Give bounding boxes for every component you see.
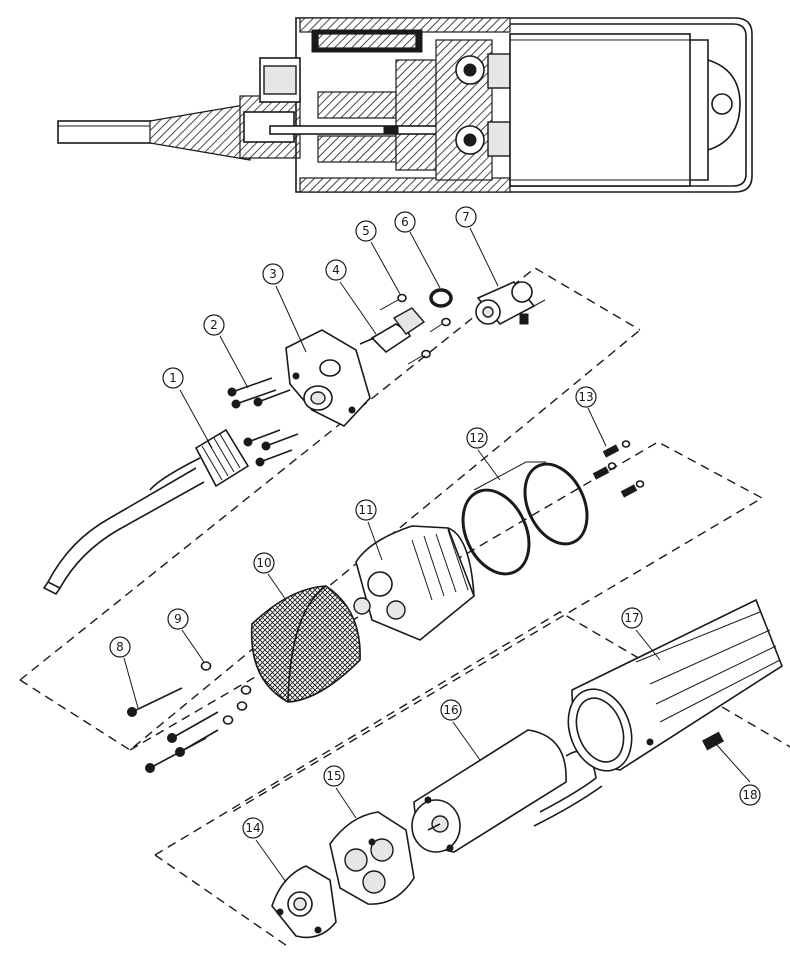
part-2-screws (227, 377, 299, 467)
callout-5-label: 5 (362, 224, 370, 238)
callout-6-label: 6 (401, 215, 409, 229)
callout-12: 12 (466, 427, 488, 449)
part-17-motor-housing (567, 598, 783, 772)
screw-2a (227, 377, 273, 397)
screw-2b (231, 389, 277, 409)
callout-11-label: 11 (358, 503, 373, 517)
cable-gland-section (149, 103, 251, 161)
callout-6: 6 (394, 211, 416, 233)
callout-18: 18 (739, 784, 761, 806)
part-11-pump-head (353, 525, 475, 641)
callout-13-label: 13 (578, 390, 593, 404)
callout-17: 17 (621, 607, 643, 629)
callout-1: 1 (162, 367, 184, 389)
part-4-nozzle (359, 307, 426, 354)
callout-15: 15 (323, 765, 345, 787)
part-13-set-screws (592, 440, 645, 498)
callout-12-label: 12 (469, 431, 484, 445)
part-15-diaphragm-housing (329, 811, 415, 905)
callout-8-label: 8 (116, 640, 124, 654)
bolt-8a (127, 687, 183, 717)
part-6-washer (429, 288, 453, 308)
part-8-long-bolts (127, 687, 219, 773)
callout-7-label: 7 (462, 210, 470, 224)
callout-8: 8 (109, 636, 131, 658)
callouts: 1 2 3 4 5 6 7 8 9 10 11 12 13 14 15 16 1… (109, 206, 761, 839)
leader-lines (123, 227, 751, 883)
part-7-coupling (475, 281, 546, 326)
callout-7: 7 (455, 206, 477, 228)
gland-nut (194, 428, 250, 488)
callout-14: 14 (242, 817, 264, 839)
part-12-large-orings (461, 461, 589, 576)
callout-10: 10 (253, 552, 275, 574)
part-1-cable-gland (42, 428, 250, 596)
callout-16-label: 16 (443, 703, 458, 717)
callout-15-label: 15 (326, 769, 341, 783)
callout-10-label: 10 (256, 556, 271, 570)
bolt-8d (145, 737, 207, 773)
part-16-motor (411, 729, 603, 853)
callout-14-label: 14 (245, 821, 260, 835)
callout-4-label: 4 (332, 263, 340, 277)
bolt-8b (167, 711, 219, 743)
part-18-screw (702, 731, 724, 751)
callout-2-label: 2 (210, 318, 218, 332)
part-5-small-orings (379, 293, 451, 365)
callout-11: 11 (355, 499, 377, 521)
callout-17-label: 17 (624, 611, 639, 625)
callout-5: 5 (355, 220, 377, 242)
shaft-section (269, 125, 441, 135)
motor-section (509, 33, 691, 187)
part-3-end-plate (285, 329, 371, 427)
callout-2: 2 (203, 314, 225, 336)
callout-9-label: 9 (174, 612, 182, 626)
screw-2d (243, 429, 281, 447)
callout-3-label: 3 (269, 267, 277, 281)
screw-2f (255, 449, 293, 467)
callout-4: 4 (325, 259, 347, 281)
callout-18-label: 18 (742, 788, 757, 802)
screw-2e (261, 433, 299, 451)
screw-2c (253, 389, 291, 407)
callout-13: 13 (575, 386, 597, 408)
housing-section (295, 17, 753, 193)
callout-1-label: 1 (169, 371, 177, 385)
callout-9: 9 (167, 608, 189, 630)
callout-16: 16 (440, 699, 462, 721)
part-14-valve-plate (271, 865, 337, 939)
callout-3: 3 (262, 263, 284, 285)
pump-cross-section (57, 17, 753, 193)
part-10-filter-mesh (250, 585, 361, 703)
part-9-washers (200, 661, 252, 725)
